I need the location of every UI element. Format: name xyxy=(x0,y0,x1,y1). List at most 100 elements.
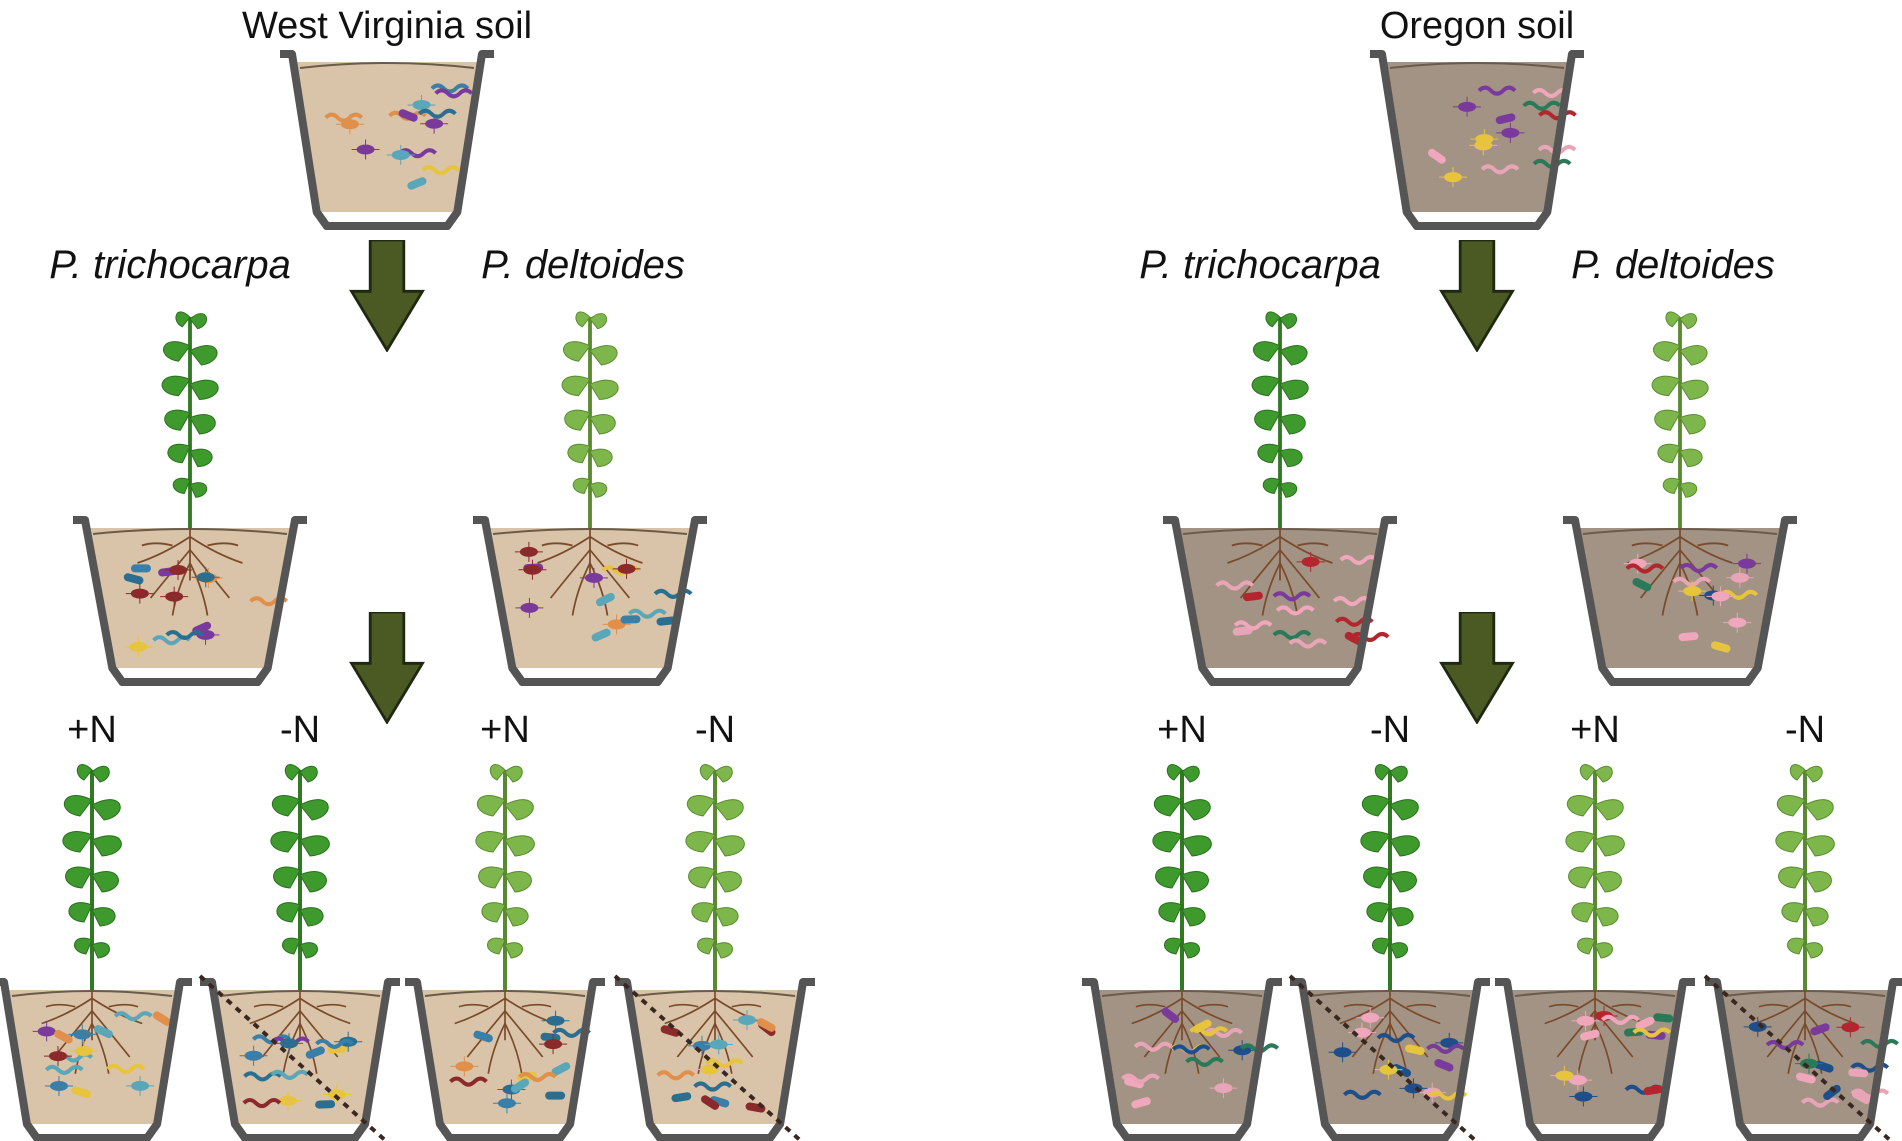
microbe-rod xyxy=(671,1092,692,1103)
microbe-spiral xyxy=(1480,164,1520,175)
oregon-treatment-4-plant xyxy=(1773,762,1837,990)
microbe-flagella xyxy=(1328,1042,1357,1063)
microbe-spiral xyxy=(1171,1044,1211,1055)
microbe-spiral xyxy=(270,1069,310,1080)
oregon-species-deltoides: P. deltoides xyxy=(1571,243,1775,287)
microbe-flagella xyxy=(541,1010,570,1031)
microbe-rod xyxy=(1131,1097,1151,1109)
west-virginia-treatment-1-pot xyxy=(0,978,192,1141)
microbe-spiral xyxy=(434,88,474,99)
west-virginia-treatment-3-plant xyxy=(473,762,537,990)
microbe-flagella xyxy=(1563,1070,1592,1091)
microbe-rod xyxy=(1848,1068,1869,1078)
microbe-spiral xyxy=(704,1058,744,1069)
west-virginia-treatment-3-plus-n: +N xyxy=(480,709,530,751)
microbe-spiral xyxy=(106,1063,146,1074)
microbe-rod xyxy=(398,109,418,122)
microbe-spiral xyxy=(627,608,667,619)
microbe-spiral xyxy=(1350,632,1390,642)
oregon-treatment-3-pot xyxy=(1495,978,1695,1141)
microbe-spiral xyxy=(1765,1039,1805,1050)
microbe-flagella xyxy=(1836,1017,1865,1038)
oregon-source-pot xyxy=(1370,50,1584,230)
microbe-flagella xyxy=(43,1046,72,1067)
oregon-deltoides-pot xyxy=(1563,516,1797,686)
microbe-rod xyxy=(152,1011,172,1026)
microbe-spiral xyxy=(1800,1097,1840,1108)
microbe-flagella xyxy=(1356,1007,1385,1028)
microbe-spiral xyxy=(1288,638,1328,649)
microbe-rod xyxy=(1851,1090,1871,1105)
microbe-rod xyxy=(1580,1029,1600,1041)
oregon-species-trichocarpa: P. trichocarpa xyxy=(1139,243,1381,287)
microbe-spiral xyxy=(449,1076,488,1087)
microbe-flagella xyxy=(1438,167,1467,188)
microbe-rod xyxy=(1632,578,1652,592)
microbe-spiral xyxy=(1426,1043,1465,1054)
microbe-rod xyxy=(305,1046,325,1059)
microbe-rod xyxy=(473,1030,493,1043)
microbe-spiral xyxy=(1625,563,1665,574)
microbe-spiral xyxy=(1477,85,1517,96)
microbe-flagella xyxy=(602,614,631,635)
microbe-flagella xyxy=(1453,96,1482,117)
microbe-rod xyxy=(1635,1016,1655,1030)
west-virginia-source-pot xyxy=(280,50,494,230)
microbe-flagella xyxy=(539,1034,568,1055)
microbe-spiral xyxy=(1233,620,1273,631)
pot-outline xyxy=(1370,50,1584,230)
pot-outline xyxy=(1495,978,1695,1141)
microbe-flagella xyxy=(612,558,641,579)
west-virginia-treatment-1-plant xyxy=(60,762,124,990)
west-virginia-treatment-1-plus-n: +N xyxy=(67,709,117,751)
microbe-flagella xyxy=(1470,129,1499,150)
microbe-spiral xyxy=(1342,1089,1382,1100)
microbe-flagella xyxy=(69,1040,98,1061)
microbe-flagella xyxy=(351,139,380,160)
microbe-rod xyxy=(545,1091,566,1100)
west-virginia-treatment-4-minus-n: -N xyxy=(695,709,735,751)
oregon-deltoides-plant xyxy=(1650,309,1711,528)
microbe-spiral xyxy=(430,83,470,94)
microbe-flagella xyxy=(125,583,154,604)
microbe-flagella xyxy=(126,1075,155,1096)
microbe-spiral xyxy=(1719,589,1759,600)
microbe-spiral xyxy=(1189,1026,1229,1037)
west-virginia-trichocarpa-pot xyxy=(73,516,307,686)
microbe-flagella xyxy=(1374,1059,1403,1080)
microbe-rod xyxy=(407,177,427,190)
microbe-spiral xyxy=(518,1071,557,1082)
west-virginia-treatment-2-minus-n: -N xyxy=(280,709,320,751)
microbe-flagella xyxy=(275,1033,304,1054)
pot-outline xyxy=(200,978,400,1141)
microbe-spiral xyxy=(1121,1073,1160,1084)
west-virginia-treatment-2-pot xyxy=(198,974,400,1141)
microbe-spiral xyxy=(1672,576,1712,587)
microbe-flagella xyxy=(450,1056,479,1077)
microbe-spiral xyxy=(1538,110,1577,121)
microbe-rod xyxy=(709,1096,730,1108)
microbe-spiral xyxy=(315,1038,354,1049)
microbe-flagella xyxy=(1569,1086,1598,1107)
microbe-rod xyxy=(1405,1044,1425,1055)
microbe-spiral xyxy=(1204,1027,1244,1038)
microbe-rod xyxy=(551,1062,571,1076)
west-virginia-species-deltoides: P. deltoides xyxy=(481,243,685,287)
west-virginia-treatment-4-pot xyxy=(613,974,815,1141)
microbe-flagella xyxy=(579,567,608,588)
oregon-treatment-2-pot xyxy=(1288,974,1490,1141)
pot-outline xyxy=(405,978,605,1141)
pot-outline xyxy=(615,978,815,1141)
microbe-flagella xyxy=(44,1075,73,1096)
microbe-flagella xyxy=(1571,1010,1600,1031)
microbe-flagella xyxy=(1725,567,1754,588)
pot-outline xyxy=(1563,516,1797,686)
microbe-flagella xyxy=(492,1093,521,1114)
microbe-flagella xyxy=(1228,1040,1257,1061)
microbe-rod xyxy=(1232,626,1253,636)
west-virginia-treatment-3-pot xyxy=(405,978,605,1141)
soil-surface xyxy=(299,62,475,69)
microbe-flagella xyxy=(1296,551,1325,572)
microbe-rod xyxy=(620,615,641,624)
